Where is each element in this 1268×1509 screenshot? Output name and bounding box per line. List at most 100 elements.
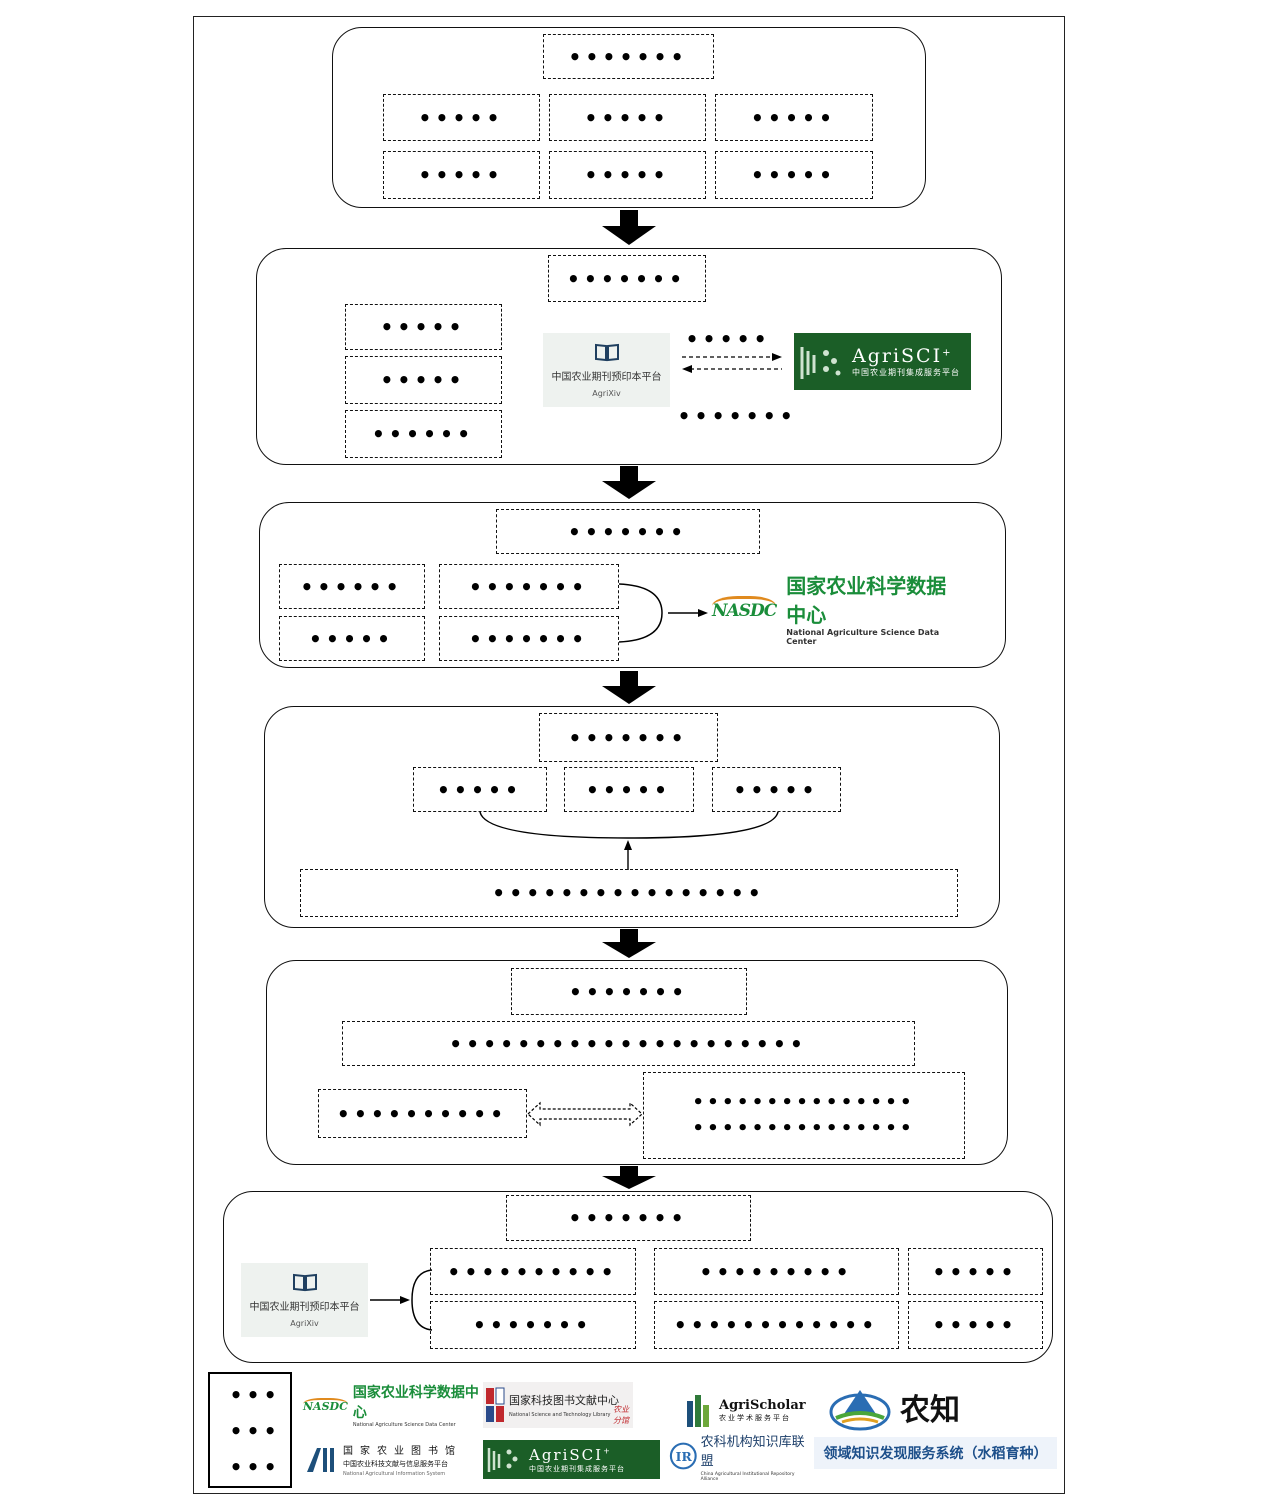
stage-5-wide-bar: ••••••••••••••••••••• bbox=[342, 1021, 915, 1066]
stage-1-cell: ••••• bbox=[383, 151, 540, 199]
stage-1-title: ••••••• bbox=[543, 34, 714, 79]
agrischolar-emblem-icon bbox=[687, 1395, 709, 1427]
agrisci-platform-logo: AgriSCI+ 中国农业期刊集成服务平台 bbox=[794, 333, 971, 390]
stage-3-left-item: •••••• bbox=[279, 564, 425, 609]
legend-dots: ••• bbox=[230, 1383, 282, 1407]
merge-bracket-arrow-icon bbox=[618, 583, 708, 643]
stage-5 bbox=[266, 960, 1008, 1165]
flow-down-arrow-icon bbox=[602, 671, 656, 704]
legend-nasdc-mark: NASDC bbox=[303, 1397, 348, 1413]
stage-5-left-item: •••••••••• bbox=[318, 1089, 527, 1138]
legend-dots: ••• bbox=[230, 1419, 282, 1443]
flow-down-arrow-icon bbox=[602, 210, 656, 245]
stage-6 bbox=[223, 1191, 1053, 1363]
stage-3-mid-item: ••••••• bbox=[439, 564, 619, 609]
stage-4-row-item: ••••• bbox=[712, 767, 841, 812]
legend-agrisci-subtitle: 中国农业期刊集成服务平台 bbox=[529, 1465, 625, 1473]
flow-down-arrow-icon bbox=[602, 1166, 656, 1189]
stage-5-title: ••••••• bbox=[511, 968, 747, 1015]
stage-6-item: •••••••••••• bbox=[654, 1301, 899, 1349]
stage-5-right-item: ••••••••••••••• ••••••••••••••• bbox=[643, 1072, 965, 1159]
stage-2-link-top-label: ••••• bbox=[686, 327, 772, 351]
legend-aii-name-cn: 国家农业图书馆 bbox=[343, 1445, 462, 1457]
legend-nstl-name-en: National Science and Technology Library bbox=[509, 1412, 611, 1418]
stage-2-title: ••••••• bbox=[548, 255, 706, 302]
legend-aii-sub-cn: 中国农业科技文献与信息服务平台 bbox=[343, 1459, 448, 1468]
nasdc-mark: NASDC bbox=[712, 595, 777, 621]
outer-frame bbox=[193, 16, 1065, 1494]
stage-4-row-item: ••••• bbox=[564, 767, 694, 812]
agrixiv-name-en: AgriXiv bbox=[290, 1319, 319, 1328]
agrisci-emblem-icon bbox=[800, 347, 841, 379]
legend-agrischolar-sub: 农业学术服务平台 bbox=[719, 1413, 791, 1422]
agrixiv-platform-logo: 中国农业期刊预印本平台 AgriXiv bbox=[241, 1263, 368, 1337]
legend-nasdc-logo: NASDC 国家农业科学数据中心 National Agriculture Sc… bbox=[303, 1384, 479, 1428]
stage-2 bbox=[256, 248, 1002, 465]
stage-1 bbox=[332, 27, 926, 208]
stage-6-item: ••••••• bbox=[430, 1301, 636, 1349]
legend-agrischolar-logo: AgriScholar 农业学术服务平台 bbox=[685, 1390, 807, 1430]
stage-1-cell: ••••• bbox=[549, 151, 706, 199]
legend-nstl-tag: 农业分馆 bbox=[613, 1405, 629, 1425]
stage-1-cell: ••••• bbox=[715, 94, 873, 141]
agrixiv-name-cn: 中国农业期刊预印本平台 bbox=[249, 1302, 360, 1313]
stage-2-left-item: •••••• bbox=[345, 410, 502, 458]
legend-nstl-name-cn: 国家科技图书文献中心 bbox=[509, 1394, 619, 1407]
legend-nstl-logo: 国家科技图书文献中心 National Science and Technolo… bbox=[483, 1382, 633, 1428]
stage-1-cell: ••••• bbox=[549, 94, 706, 141]
legend-nasdc-name-en: National Agriculture Science Data Center bbox=[352, 1422, 456, 1428]
agrisci-sup: + bbox=[942, 347, 951, 359]
stage-3 bbox=[259, 502, 1006, 668]
nasdc-logo: NASDC 国家农业科学数据中心 National Agriculture Sc… bbox=[712, 574, 964, 646]
stage-4 bbox=[264, 706, 1000, 928]
bidirectional-hollow-arrow-icon bbox=[527, 1101, 643, 1127]
bidirectional-dashed-arrow-icon bbox=[682, 353, 782, 373]
legend-agrisci-title: AgriSCI bbox=[529, 1446, 604, 1464]
stage-2-left-item: ••••• bbox=[345, 304, 502, 350]
agrixiv-platform-logo: 中国农业期刊预印本平台 AgriXiv bbox=[543, 333, 670, 407]
stage-3-left-item: ••••• bbox=[279, 616, 425, 661]
stage-1-cell: ••••• bbox=[383, 94, 540, 141]
nstl-emblem-icon bbox=[486, 1387, 505, 1422]
merge-up-arrow-icon bbox=[479, 811, 779, 870]
legend-aii-logo: 国家农业图书馆 中国农业科技文献与信息服务平台 National Agricul… bbox=[305, 1440, 480, 1478]
nasdc-name-en: National Agriculture Science Data Center bbox=[786, 628, 940, 646]
stage-1-cell: ••••• bbox=[715, 151, 873, 199]
legend-agrisci-sup: + bbox=[603, 1446, 610, 1456]
stage-3-title: ••••••• bbox=[496, 509, 760, 554]
agrixiv-name-cn: 中国农业期刊预印本平台 bbox=[551, 372, 662, 383]
legend-nongzhi-logo: 农知 bbox=[828, 1378, 1014, 1436]
legend-agrischolar-name: AgriScholar bbox=[719, 1397, 806, 1413]
stage-4-title: ••••••• bbox=[539, 713, 718, 762]
agrisci-subtitle: 中国农业期刊集成服务平台 bbox=[852, 368, 960, 377]
stage-2-link-bottom-label: ••••••• bbox=[678, 404, 798, 428]
stage-2-left-item: ••••• bbox=[345, 356, 502, 404]
stage-6-item: ••••••••• bbox=[654, 1248, 899, 1295]
stage-4-row-item: ••••• bbox=[413, 767, 547, 812]
legend-nasdc-name-cn: 国家农业科学数据中心 bbox=[352, 1385, 479, 1421]
stage-4-bottom-bar: •••••••••••••••• bbox=[300, 869, 958, 917]
legend-box: ••• ••• ••• bbox=[208, 1372, 292, 1488]
svg-text:IR: IR bbox=[676, 1449, 693, 1464]
legend-kds-logo: 领域知识发现服务系统（水稻育种） bbox=[814, 1437, 1057, 1469]
legend-ir-logo: IR 农科机构知识库联盟 China Agricultural Institut… bbox=[669, 1435, 812, 1482]
ir-emblem-icon: IR bbox=[669, 1442, 697, 1470]
legend-kds-name: 领域知识发现服务系统（水稻育种） bbox=[823, 1446, 1048, 1462]
agrisci-emblem-icon bbox=[487, 1448, 518, 1472]
legend-nongzhi-name: 农知 bbox=[900, 1393, 960, 1428]
open-book-icon bbox=[594, 343, 619, 362]
stage-3-mid-item: ••••••• bbox=[439, 616, 619, 661]
legend-agrisci-logo: AgriSCI+ 中国农业期刊集成服务平台 bbox=[483, 1440, 660, 1479]
flow-down-arrow-icon bbox=[602, 929, 656, 958]
legend-ir-name-cn: 农科机构知识库联盟 bbox=[700, 1434, 805, 1469]
nasdc-name-cn: 国家农业科学数据中心 bbox=[786, 574, 947, 627]
aii-emblem-icon bbox=[307, 1448, 334, 1472]
open-book-icon bbox=[292, 1273, 317, 1292]
legend-dots: ••• bbox=[230, 1455, 282, 1479]
stage-6-title: ••••••• bbox=[506, 1195, 751, 1241]
nongzhi-emblem-icon bbox=[829, 1390, 891, 1431]
agrisci-title: AgriSCI bbox=[852, 345, 943, 367]
flow-down-arrow-icon bbox=[602, 466, 656, 499]
stage-6-item: •••••••••• bbox=[430, 1248, 636, 1295]
stage-6-item: ••••• bbox=[908, 1301, 1043, 1349]
